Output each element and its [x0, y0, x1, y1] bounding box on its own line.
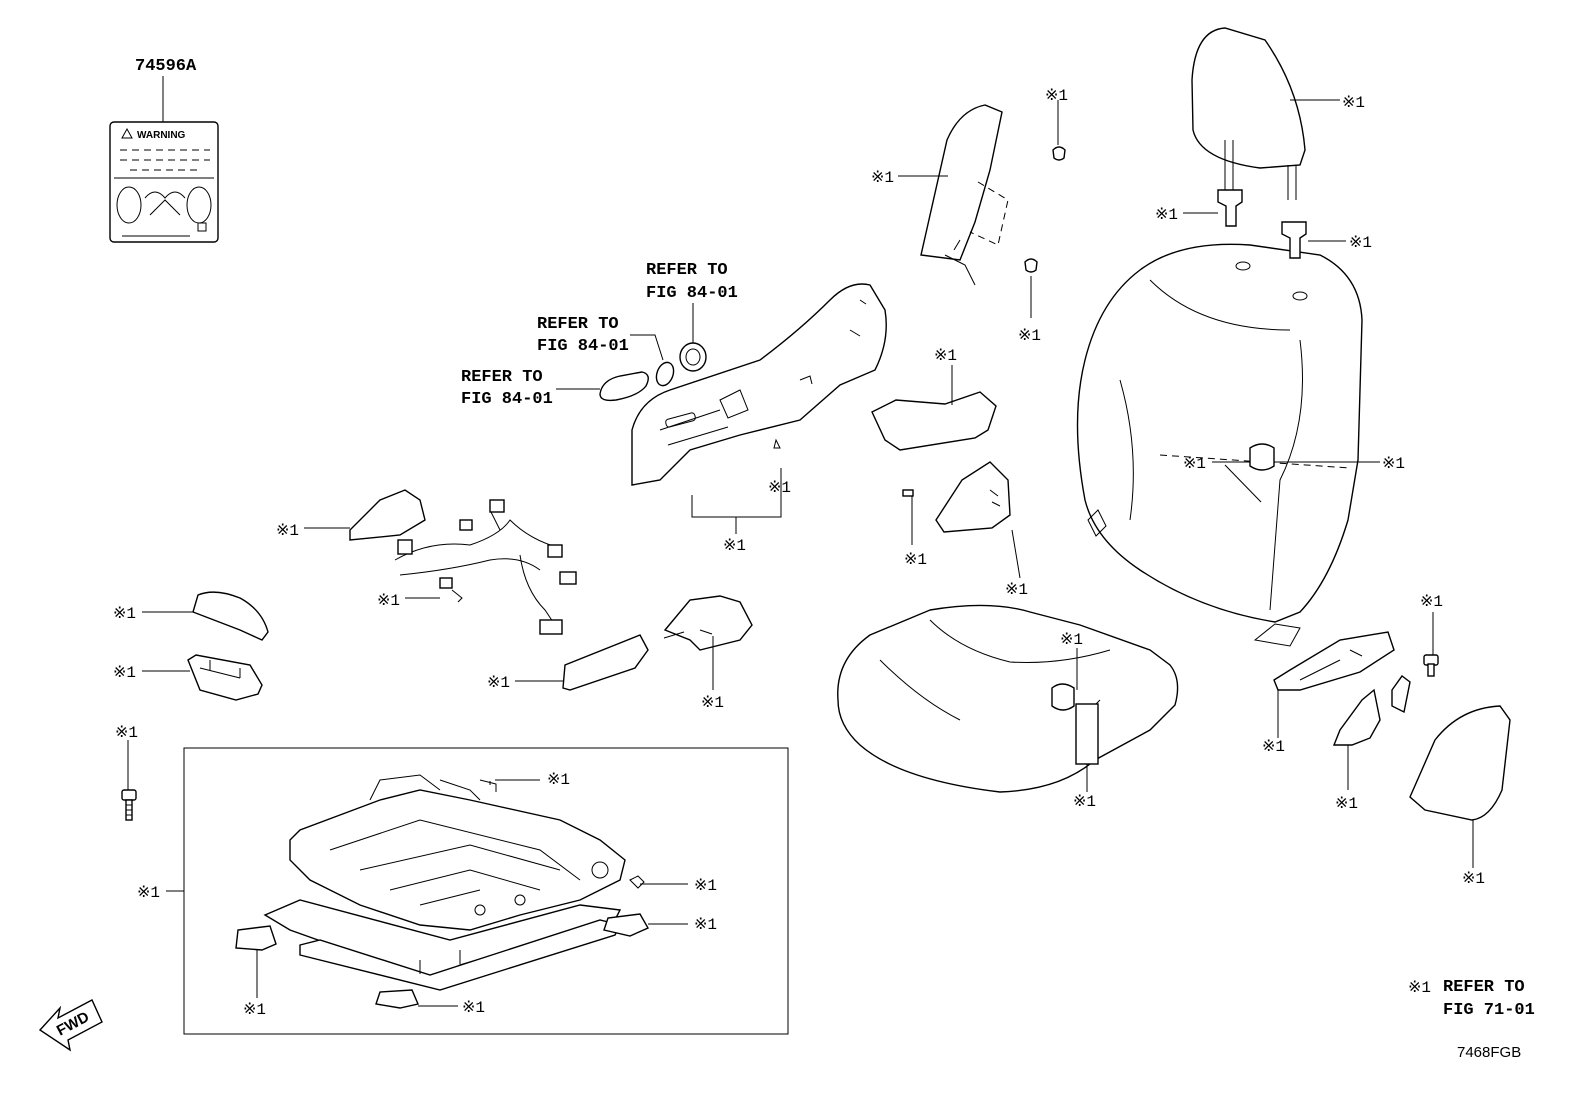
- note-mark: ※1: [1420, 593, 1443, 611]
- note-mark: ※1: [1335, 795, 1358, 813]
- part-number-74596a: 74596A: [135, 57, 197, 76]
- note-mark: ※1: [487, 674, 510, 692]
- recliner-parts: [1273, 612, 1439, 790]
- refer-label-1: REFER TO: [646, 261, 728, 280]
- refer-fig-2: FIG 84-01: [537, 337, 629, 356]
- note-mark: ※1: [113, 605, 136, 623]
- footnote-refer: REFER TO: [1443, 978, 1525, 997]
- note-mark: ※1: [1382, 455, 1405, 473]
- footnote: ※1 REFER TO FIG 71-01 7468FGB: [1408, 978, 1535, 1061]
- footnote-mark: ※1: [1408, 979, 1431, 997]
- note-mark: ※1: [276, 522, 299, 540]
- note-mark: ※1: [1073, 793, 1096, 811]
- refer-fig-3: FIG 84-01: [461, 390, 553, 409]
- note-mark: ※1: [701, 694, 724, 712]
- note-mark: ※1: [1045, 87, 1068, 105]
- note-mark: ※1: [694, 916, 717, 934]
- headrest: [1191, 27, 1340, 259]
- leader-lines: [127, 100, 1380, 1007]
- note-mark: ※1: [115, 724, 138, 742]
- refer-label-2: REFER TO: [537, 315, 619, 334]
- seat-back-trim: [871, 365, 1011, 545]
- note-mark: ※1: [243, 1001, 266, 1019]
- bolt-left: [121, 789, 137, 821]
- note-mark: ※1: [1183, 455, 1206, 473]
- note-mark: ※1: [1462, 870, 1485, 888]
- note-mark: ※1: [547, 771, 570, 789]
- note-mark: ※1: [377, 592, 400, 610]
- note-mark: ※1: [1018, 327, 1041, 345]
- note-mark: ※1: [137, 884, 160, 902]
- seat-side-cover: [1409, 705, 1511, 868]
- note-mark: ※1: [694, 877, 717, 895]
- hinge-covers: [187, 591, 269, 701]
- rail-covers: [235, 913, 649, 1009]
- note-mark: ※1: [934, 347, 957, 365]
- warning-label-part: 74596A WARNING: [109, 57, 219, 243]
- note-mark: ※1: [113, 664, 136, 682]
- refer-callouts: REFER TO FIG 84-01 REFER TO FIG 84-01 RE…: [461, 261, 738, 409]
- wire-harness: [349, 489, 577, 635]
- note-mark: ※1: [904, 551, 927, 569]
- refer-label-3: REFER TO: [461, 368, 543, 387]
- note-mark: ※1: [1342, 94, 1365, 112]
- footnote-fig: FIG 71-01: [1443, 1001, 1535, 1020]
- note-mark: ※1: [768, 479, 791, 497]
- note-mark: ※1: [1349, 234, 1372, 252]
- seat-cushion: [837, 604, 1179, 793]
- refer-fig-1: FIG 84-01: [646, 284, 738, 303]
- seat-frame-assembly: [263, 774, 645, 991]
- note-mark: ※1: [1262, 738, 1285, 756]
- note-mark: ※1: [723, 537, 746, 555]
- lever-covers: [562, 595, 753, 691]
- seat-back: [1076, 243, 1363, 647]
- fwd-arrow: FWD: [38, 999, 103, 1052]
- seat-switches: [599, 342, 707, 402]
- note-markers: ※1 ※1 ※1 ※1 ※1 ※1 ※1 ※1 ※1 ※1 ※1 ※1 ※1 ※…: [113, 87, 1485, 1019]
- note-mark: ※1: [871, 169, 894, 187]
- figure-code: 7468FGB: [1457, 1044, 1521, 1061]
- warning-text: WARNING: [137, 130, 186, 141]
- note-mark: ※1: [1005, 581, 1028, 599]
- note-mark: ※1: [1155, 206, 1178, 224]
- note-mark: ※1: [462, 999, 485, 1017]
- seat-back-side-panel: [920, 104, 1066, 318]
- seat-side-shield: [631, 283, 887, 534]
- note-mark: ※1: [1060, 631, 1083, 649]
